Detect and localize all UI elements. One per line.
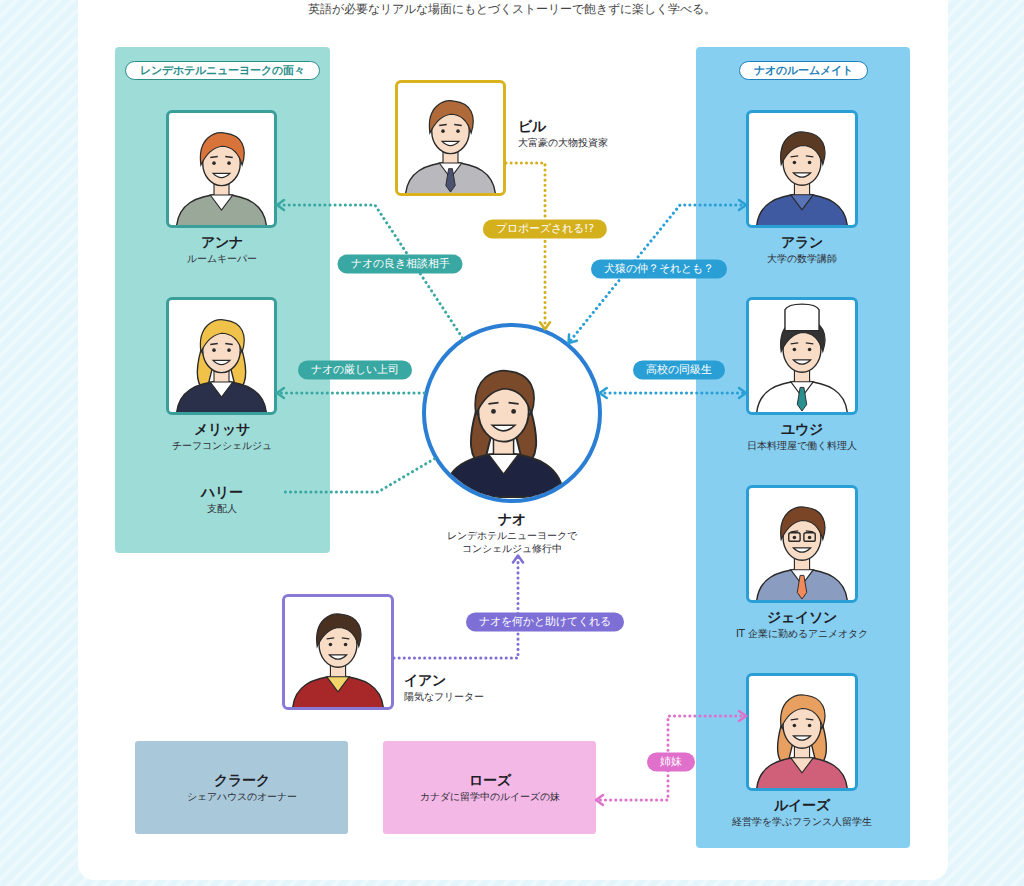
portrait-circle xyxy=(422,323,602,503)
portrait-frame xyxy=(746,673,858,791)
person-name: アラン xyxy=(767,234,837,252)
person-name: ルイーズ xyxy=(732,797,872,815)
page-title: 英語が必要なリアルな場面にもとづくストーリーで飽きずに楽しく学べる。 xyxy=(0,1,1024,18)
portrait-illustration xyxy=(285,597,391,707)
person-role: ルームキーパー xyxy=(187,252,257,266)
character-card: アンナルームキーパー xyxy=(166,110,277,228)
relation-label: プロポーズされる!? xyxy=(483,220,607,239)
person-role: IT 企業に勤めるアニメオタク xyxy=(736,627,868,641)
relation-label: ナオの良き相談相手 xyxy=(338,255,463,274)
character-box: ローズカナダに留学中のルイーズの妹 xyxy=(383,741,596,834)
panel-heading: レンデホテルニューヨークの面々 xyxy=(125,61,320,80)
portrait-frame xyxy=(746,110,858,228)
character-box: クラークシェアハウスのオーナー xyxy=(135,741,348,834)
character-card: ジェイソンIT 企業に勤めるアニメオタク xyxy=(746,485,858,603)
character-card: ビル大富豪の大物投資家 xyxy=(395,80,506,196)
relation-connector xyxy=(394,556,523,659)
person-role: シェアハウスのオーナー xyxy=(187,790,297,804)
portrait-illustration xyxy=(169,300,274,412)
person-role: 支配人 xyxy=(164,502,280,516)
person-role: カナダに留学中のルイーズの妹 xyxy=(420,790,560,804)
person-role: 大学の数学講師 xyxy=(767,252,837,266)
person-name: アンナ xyxy=(187,234,257,252)
character-card: アラン大学の数学講師 xyxy=(746,110,858,228)
portrait-illustration xyxy=(749,300,855,412)
portrait-illustration xyxy=(749,113,855,225)
portrait-frame xyxy=(395,80,506,196)
person-role: レンデホテルニューヨークで コンシェルジュ修行中 xyxy=(422,529,602,556)
person-name: メリッサ xyxy=(172,421,272,439)
portrait-frame xyxy=(746,297,858,415)
portrait-illustration xyxy=(398,83,503,193)
portrait-frame xyxy=(166,297,277,415)
person-name: ビル xyxy=(518,118,608,136)
dotted-line xyxy=(506,163,545,329)
person-role: 経営学を学ぶフランス人留学生 xyxy=(732,815,872,829)
person-name: ハリー xyxy=(164,484,280,502)
panel-heading: ナオのルームメイト xyxy=(739,61,868,80)
relation-label: ナオの厳しい上司 xyxy=(298,361,412,380)
character-card: メリッサチーフコンシェルジュ xyxy=(166,297,277,415)
person-name: ナオ xyxy=(422,511,602,529)
arrow-head xyxy=(596,795,603,805)
arrow-head xyxy=(569,334,577,343)
person-role: 陽気なフリーター xyxy=(404,690,484,704)
character-card: ユウジ日本料理屋で働く料理人 xyxy=(746,297,858,415)
person-name: ジェイソン xyxy=(736,609,868,627)
person-role: 大富豪の大物投資家 xyxy=(518,136,608,150)
portrait-illustration xyxy=(749,488,855,600)
main-character: ナオレンデホテルニューヨークで コンシェルジュ修行中 xyxy=(422,323,602,556)
arrow-head xyxy=(600,388,607,398)
portrait-frame xyxy=(282,594,394,710)
relation-connector xyxy=(506,163,550,329)
person-role: 日本料理屋で働く料理人 xyxy=(747,439,857,453)
dotted-line xyxy=(394,556,518,659)
relation-label: ナオを何かと助けてくれる xyxy=(466,613,624,632)
portrait-illustration xyxy=(426,327,598,499)
arrow-head xyxy=(513,556,523,563)
portrait-illustration xyxy=(169,113,274,225)
person-role: チーフコンシェルジュ xyxy=(172,439,272,453)
relation-label: 犬猿の仲？それとも？ xyxy=(591,260,727,279)
person-name: ユウジ xyxy=(747,421,857,439)
person-name: ローズ xyxy=(469,772,511,790)
group-panel: ナオのルームメイトアラン大学の数学講師ユウジ日本料理屋で働く料理人ジェイソンIT… xyxy=(696,47,910,848)
relation-label: 姉妹 xyxy=(647,753,695,772)
character-card: ルイーズ経営学を学ぶフランス人留学生 xyxy=(746,673,858,791)
person-name: クラーク xyxy=(214,772,270,790)
person-name: イアン xyxy=(404,672,484,690)
character-text: ハリー支配人 xyxy=(160,480,284,519)
portrait-frame xyxy=(166,110,277,228)
portrait-frame xyxy=(746,485,858,603)
portrait-illustration xyxy=(749,676,855,788)
group-panel: レンデホテルニューヨークの面々アンナルームキーパーメリッサチーフコンシェルジュハ… xyxy=(115,47,330,553)
character-card: イアン陽気なフリーター xyxy=(282,594,394,710)
white-card xyxy=(78,0,948,880)
relation-label: 高校の同級生 xyxy=(633,361,725,380)
